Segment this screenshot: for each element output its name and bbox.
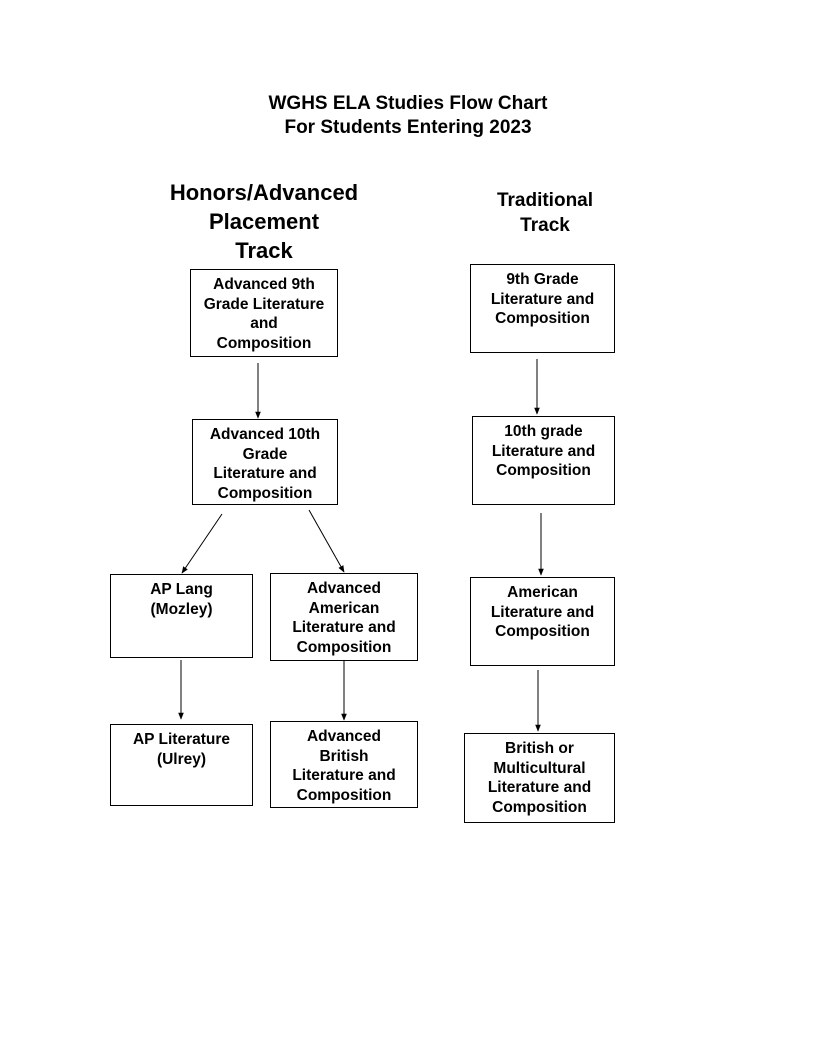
box-line: Composition	[496, 462, 591, 479]
box-line: Literature and	[491, 442, 596, 460]
box-line: Advanced	[306, 580, 382, 597]
box-line: Composition	[296, 786, 392, 804]
traditional-heading-line2: Track	[520, 215, 570, 236]
honors-heading-line1: Honors/Advanced	[169, 180, 359, 205]
box-line: American	[507, 584, 578, 601]
box-line: Literature and	[490, 290, 595, 308]
box-line: Composition	[495, 623, 590, 640]
box-9th-grade: 9th Grade Literature and Composition	[470, 264, 615, 353]
box-line: Grade Literature	[203, 295, 325, 313]
box-line: Literature and	[292, 619, 396, 636]
box-ap-lang: AP Lang (Mozley)	[110, 574, 253, 658]
box-line: (Ulrey)	[156, 750, 207, 768]
box-advanced-american: Advanced American Literature and Composi…	[270, 573, 418, 661]
box-line: Multicultural	[493, 759, 586, 777]
box-advanced-9th-grade: Advanced 9th Grade Literature and Compos…	[190, 269, 338, 357]
box-line: Literature and	[213, 465, 317, 482]
box-line: British	[319, 747, 369, 765]
traditional-track-heading: Traditional Track	[470, 188, 620, 238]
box-line: 10th grade	[504, 423, 583, 440]
box-british-or-multicultural: British or Multicultural Literature and …	[464, 733, 615, 823]
box-line: AP Literature	[132, 731, 231, 748]
box-american: American Literature and Composition	[470, 577, 615, 666]
honors-heading-line2: Placement	[208, 209, 320, 234]
box-line: Literature and	[490, 603, 595, 621]
box-line: Composition	[296, 638, 392, 656]
box-line: Composition	[495, 310, 590, 327]
box-line: Composition	[216, 334, 312, 352]
box-advanced-10th-grade: Advanced 10th Grade Literature and Compo…	[192, 419, 338, 505]
box-ap-literature: AP Literature (Ulrey)	[110, 724, 253, 806]
box-line: American	[308, 599, 380, 617]
box-line: Advanced 10th	[209, 426, 321, 443]
arrow-adv10-to-advamerican	[308, 509, 345, 573]
chart-title-line1: WGHS ELA Studies Flow Chart	[268, 93, 548, 114]
chart-title-line2: For Students Entering 2023	[284, 117, 532, 138]
honors-heading-line3: Track	[235, 238, 293, 263]
box-10th-grade: 10th grade Literature and Composition	[472, 416, 615, 505]
box-line: 9th Grade	[506, 271, 579, 288]
box-line: British or	[505, 740, 574, 757]
box-line: and	[250, 315, 278, 332]
box-advanced-british: Advanced British Literature and Composit…	[270, 721, 418, 808]
arrow-adv10-to-aplang	[181, 513, 223, 574]
box-line: AP Lang	[150, 581, 213, 598]
box-line: Composition	[492, 798, 587, 816]
traditional-heading-line1: Traditional	[496, 190, 594, 211]
box-line: Advanced	[306, 728, 382, 745]
box-line: Literature and	[292, 767, 396, 784]
box-line: Literature and	[487, 779, 592, 796]
box-line: Composition	[217, 484, 313, 502]
box-line: (Mozley)	[150, 600, 213, 618]
box-line: Advanced 9th	[213, 276, 315, 293]
box-line: Grade	[242, 445, 288, 463]
honors-track-heading: Honors/Advanced Placement Track	[164, 178, 364, 265]
